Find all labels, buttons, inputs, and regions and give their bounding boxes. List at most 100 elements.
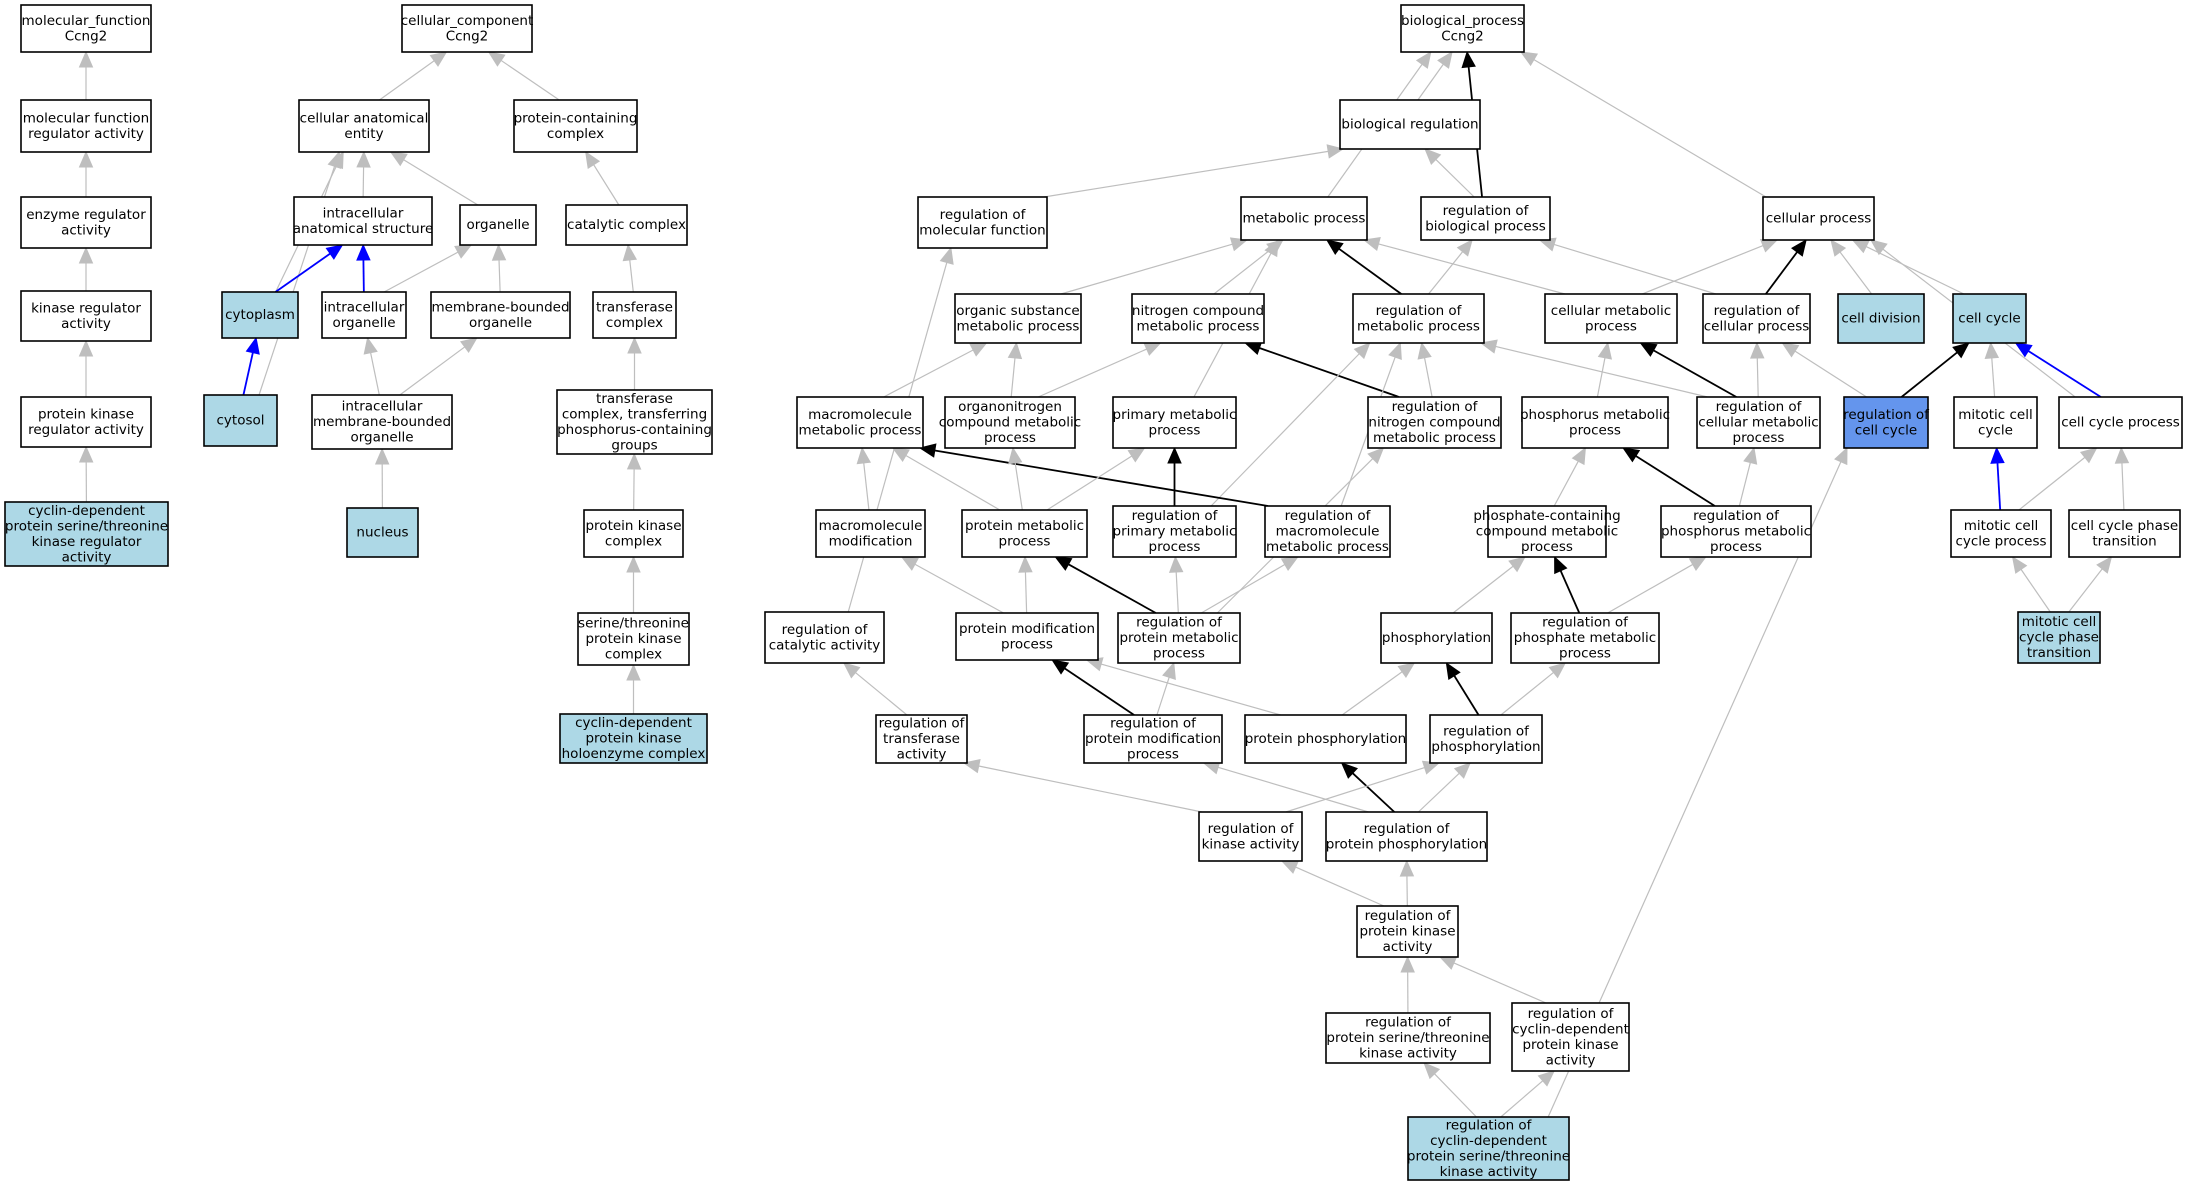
go-term-label: membrane-bounded (431, 299, 569, 315)
go-term-label: activity (897, 747, 947, 763)
edge-reg_mmp-to-mmp (918, 443, 1269, 507)
go-term-label: protein kinase (585, 518, 681, 534)
edge-mmp-to-osmp (883, 342, 988, 398)
go-term-label: protein kinase (585, 731, 681, 747)
go-term-label: entity (344, 126, 383, 142)
edge-cdk_reg-to-pk_reg (78, 445, 94, 503)
go-term-label: regulation of (1376, 303, 1463, 319)
edge-reg_pphos-to-protphos (1340, 762, 1395, 813)
go-term-label: process (1149, 539, 1201, 555)
go-term-label: regulation of (879, 716, 966, 732)
go-term-label: serine/threonine (578, 616, 689, 632)
go-term-label: mitotic cell (2022, 614, 2096, 630)
go-term-label: regulation of (1365, 908, 1452, 924)
edge-mccp-to-ccp (2018, 447, 2098, 511)
edge-reg_kin-to-reg_phos (1285, 760, 1441, 813)
edge-pkc-to-trans_p (626, 452, 642, 511)
go-term-label: kinase activity (1202, 836, 1300, 852)
edge-reg_pmp-to-reg_mp (1210, 342, 1371, 507)
go-term-label: process (1710, 539, 1762, 555)
go-term-label: transferase (883, 731, 960, 747)
go-term-node-metab: metabolic process (1240, 196, 1368, 241)
go-term-node-cytosol: cytosol (203, 394, 278, 447)
edge-reg_pka-to-reg_kin (1280, 860, 1385, 907)
edge-reg_stpk-to-reg_pka (1400, 955, 1415, 1014)
go-term-label: cell division (1841, 311, 1920, 327)
edge-pmodp-to-protmp (1018, 555, 1033, 614)
go-term-label: metabolic process (1266, 539, 1389, 555)
go-term-label: kinase regulator (31, 300, 141, 316)
go-term-label: protein metabolic (1119, 630, 1238, 646)
edge-reg_trans-to-reg_cat (842, 662, 908, 716)
go-term-label: transition (2027, 645, 2091, 661)
go-term-label: process (1127, 747, 1179, 763)
go-term-label: regulation of (1528, 1006, 1615, 1022)
go-term-label: process (1001, 636, 1053, 652)
go-term-label: Ccng2 (446, 28, 489, 44)
edge-ccpt-to-ccp (2114, 446, 2130, 511)
go-term-label: regulation of (1443, 723, 1530, 739)
go-term-label: biological process (1425, 218, 1546, 234)
go-term-label: regulation of (1716, 399, 1803, 415)
edge-reg_cdk_st-to-reg_stpk (1423, 1062, 1477, 1118)
edge-trans_cx-to-catcomplex (622, 243, 638, 293)
edge-imbo-to-ic_org (363, 336, 380, 396)
go-term-label: cellular metabolic (1698, 415, 1818, 431)
go-term-node-bioreg: biological regulation (1339, 99, 1481, 150)
go-term-label: regulation of (1693, 508, 1780, 524)
go-term-node-celldiv: cell division (1837, 293, 1925, 344)
edge-reg_pphos-to-reg_pmod (1202, 760, 1369, 813)
go-term-label: regulation of (1365, 1015, 1452, 1031)
go-term-label: nitrogen compound (1132, 303, 1264, 319)
go-term-label: metabolic process (957, 318, 1080, 334)
edge-enz_reg-to-mf_reg (78, 150, 94, 197)
go-term-label: regulator activity (28, 126, 144, 142)
edge-pcc-to-cc_root (487, 51, 560, 101)
edge-oncmp-to-ncmp (1037, 342, 1162, 398)
edge-reg_cdpk-to-reg_pka (1438, 956, 1547, 1004)
edge-cytoplasm-to-ias (274, 244, 344, 293)
go-term-label: biological regulation (1341, 117, 1478, 133)
edge-reg_phmp-to-pcomp (1554, 555, 1581, 614)
edge-reg_protmp-to-reg_mmp (1200, 556, 1299, 614)
go-term-label: process (1569, 422, 1621, 438)
go-term-label: macromolecule (808, 407, 912, 423)
edge-mccpt-to-mccp (2011, 555, 2051, 613)
go-term-node-organelle: organelle (459, 204, 537, 246)
go-term-label: regulator activity (28, 422, 144, 438)
edge-cmp-to-metab (1362, 237, 1566, 295)
edge-mccpt-to-ccpt (2068, 556, 2113, 613)
go-term-label: complex (547, 126, 604, 142)
edge-reg_protmp-to-protmp (1054, 556, 1157, 614)
go-term-label: kinase activity (1359, 1046, 1457, 1062)
go-term-label: complex (605, 647, 662, 663)
edge-reg_mf-to-bioreg (1043, 144, 1345, 198)
go-term-label: intracellular (324, 299, 405, 315)
edge-mf_reg-to-mf_root (78, 50, 94, 100)
edge-phosmp-to-cmp (1596, 341, 1612, 398)
go-term-label: process (1153, 646, 1205, 662)
go-term-label: cellular metabolic (1551, 303, 1671, 319)
edge-trans_p-to-trans_cx (627, 336, 642, 390)
edge-reg_cmp-to-cmp (1639, 342, 1737, 398)
go-term-label: protein kinase (1522, 1037, 1618, 1053)
go-term-node-catcomplex: catalytic complex (565, 204, 688, 246)
go-term-label: compound metabolic (1476, 524, 1618, 540)
edge-mccp-to-mcc (1990, 446, 2005, 511)
go-term-node-protphos: protein phosphorylation (1244, 714, 1407, 764)
go-term-label: organelle (469, 315, 532, 331)
